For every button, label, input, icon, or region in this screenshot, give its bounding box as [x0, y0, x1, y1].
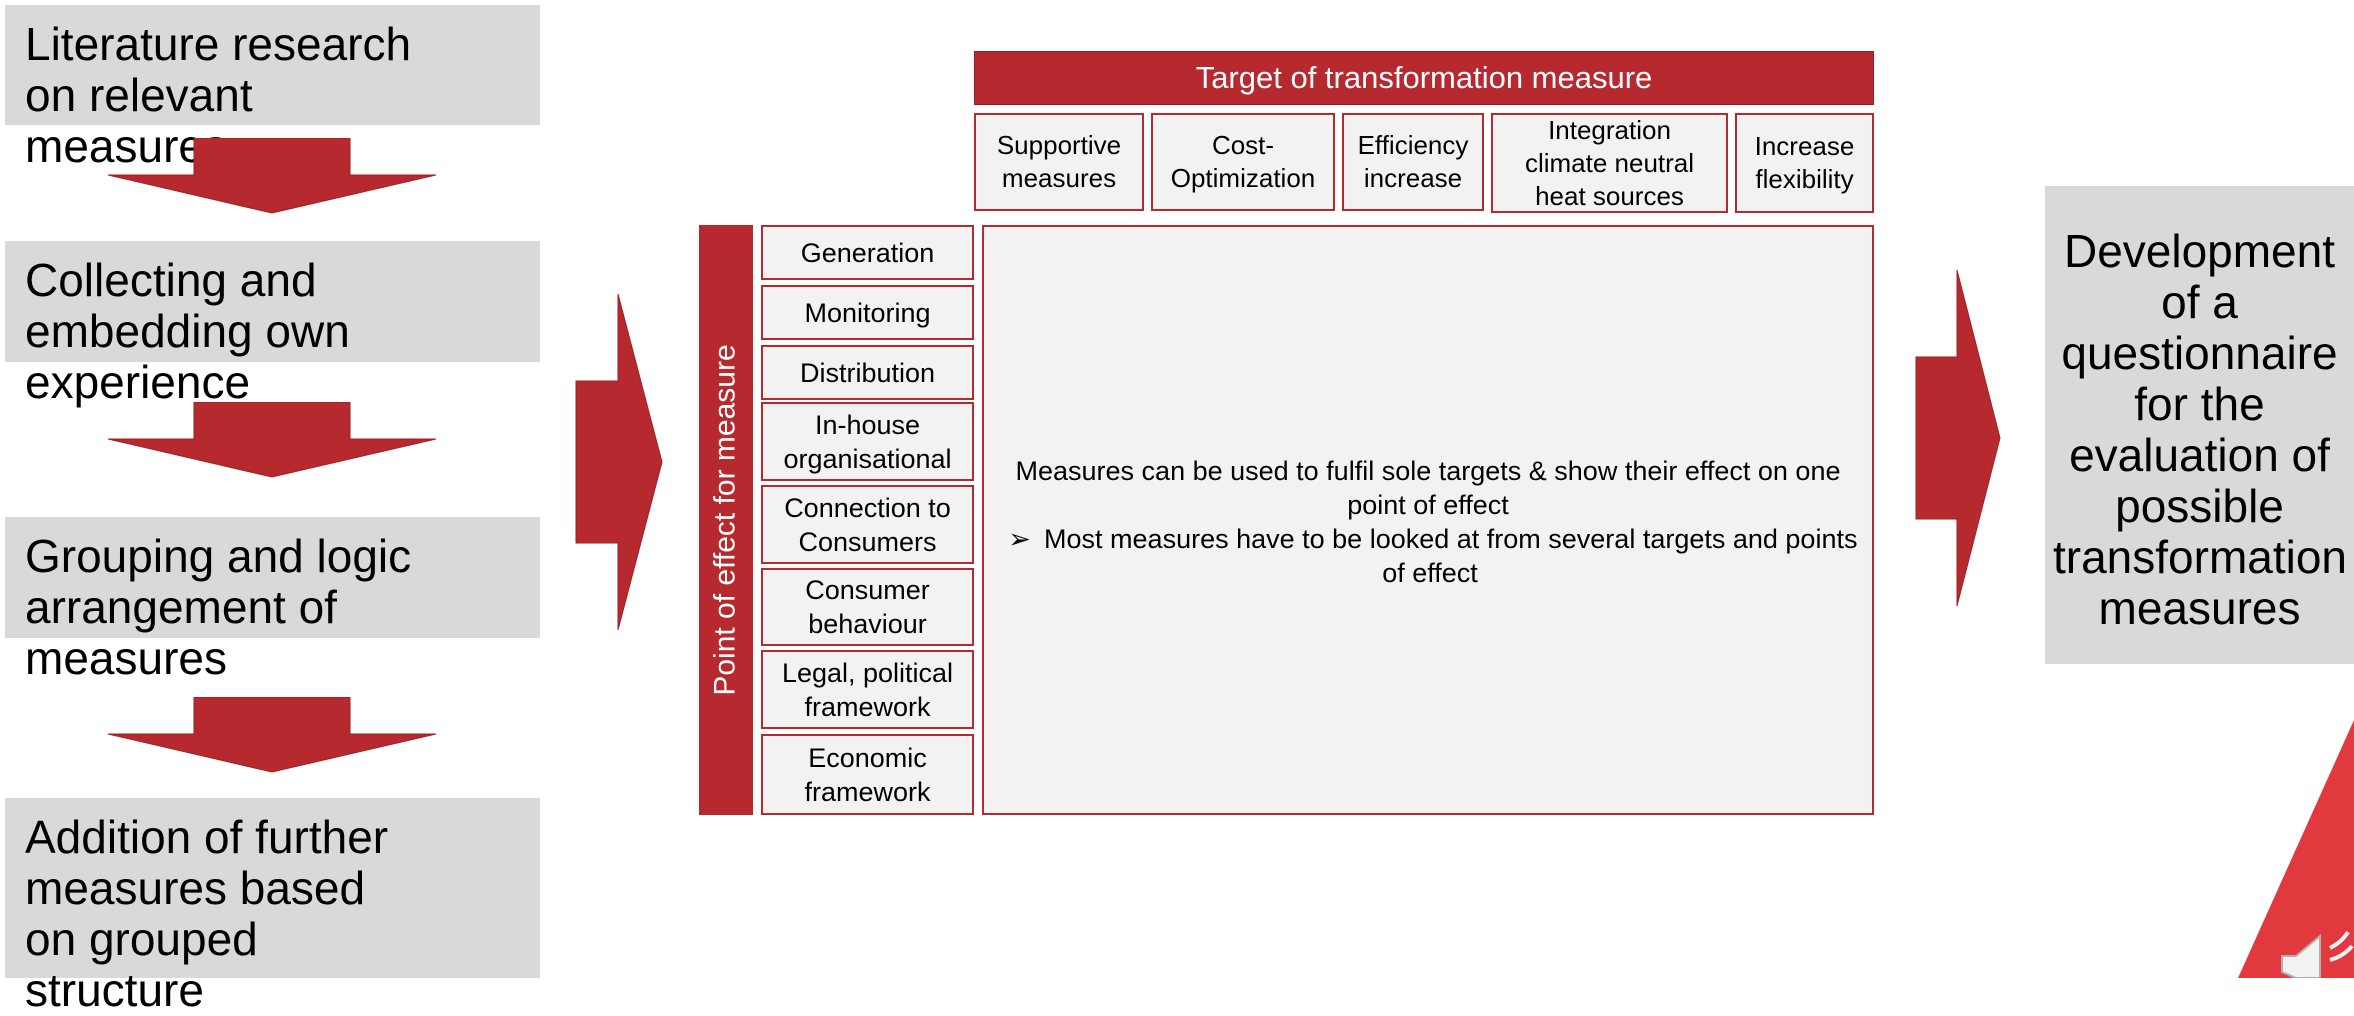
column-header: Target of transformation measure	[974, 51, 1874, 105]
flow-step-label: Literature research on relevant measures	[25, 18, 412, 172]
column-label: Cost-Optimization	[1170, 130, 1316, 193]
row-in-house-organisational: In-house organisational	[761, 402, 974, 481]
row-generation: Generation	[761, 225, 974, 280]
down-arrow-shape	[107, 697, 437, 773]
row-header: Point of effect for measure	[699, 225, 753, 815]
down-arrow-3	[107, 697, 437, 773]
right-arrow-2	[1915, 269, 2001, 607]
row-connection-to-consumers: Connection to Consumers	[761, 485, 974, 564]
column-supportive-measures: Supportive measures	[974, 113, 1144, 211]
row-label: Generation	[800, 237, 935, 268]
column-label: Integration climate neutral heat sources	[1524, 114, 1695, 211]
flow-step-experience: Collecting and embedding own experience	[5, 241, 540, 408]
column-label: Efficiency increase	[1357, 130, 1469, 193]
column-cost-optimization: Cost-Optimization	[1151, 113, 1335, 211]
matrix-body: Measures can be used to fulfil sole targ…	[982, 225, 1874, 815]
down-arrow-shape	[107, 402, 437, 478]
corner-triangle	[2238, 720, 2354, 978]
column-header-label: Target of transformation measure	[1195, 60, 1653, 95]
matrix-body-text: Measures can be used to fulfil sole targ…	[1015, 456, 1841, 520]
matrix-bullet-text: Most measures have to be looked at from …	[1044, 524, 1858, 588]
row-header-label: Point of effect for measure	[709, 344, 742, 696]
row-label: In-house organisational	[783, 409, 952, 474]
row-label: Connection to Consumers	[784, 492, 951, 557]
flow-step-addition: Addition of further measures based on gr…	[5, 798, 540, 1016]
flow-step-grouping: Grouping and logic arrangement of measur…	[5, 517, 540, 684]
column-label: Supportive measures	[996, 130, 1122, 193]
column-integration-heat-sources: Integration climate neutral heat sources	[1491, 113, 1728, 213]
result-label: Development of a questionnaire for the e…	[2053, 225, 2348, 634]
flow-step-label: Addition of further measures based on gr…	[25, 811, 389, 1016]
row-economic-framework: Economic framework	[761, 734, 974, 815]
column-efficiency-increase: Efficiency increase	[1342, 113, 1484, 211]
down-arrow-shape	[107, 138, 437, 214]
right-arrow-1	[575, 293, 663, 631]
flow-step-literature: Literature research on relevant measures	[5, 5, 540, 172]
column-label: Increase flexibility	[1754, 131, 1855, 194]
flow-step-label: Collecting and embedding own experience	[25, 254, 350, 408]
row-distribution: Distribution	[761, 345, 974, 400]
column-increase-flexibility: Increase flexibility	[1735, 113, 1874, 213]
matrix-bullet: ➢ Most measures have to be looked at fro…	[998, 522, 1862, 590]
speaker-icon	[2281, 930, 2354, 978]
row-label: Monitoring	[804, 297, 931, 328]
row-monitoring: Monitoring	[761, 285, 974, 340]
row-label: Economic framework	[804, 742, 931, 807]
down-arrow-2	[107, 402, 437, 478]
row-consumer-behaviour: Consumer behaviour	[761, 568, 974, 646]
down-arrow-1	[107, 138, 437, 214]
row-legal-political-framework: Legal, political framework	[761, 650, 974, 729]
row-label: Legal, political framework	[781, 657, 954, 722]
corner-decoration	[2238, 720, 2354, 978]
row-label: Distribution	[799, 357, 936, 388]
flow-step-label: Grouping and logic arrangement of measur…	[25, 530, 412, 684]
right-arrow-shape	[575, 293, 663, 631]
bullet-arrow-icon: ➢	[1008, 524, 1031, 554]
result-box: Development of a questionnaire for the e…	[2045, 186, 2354, 664]
right-arrow-shape	[1915, 269, 2001, 607]
row-label: Consumer behaviour	[805, 575, 930, 639]
